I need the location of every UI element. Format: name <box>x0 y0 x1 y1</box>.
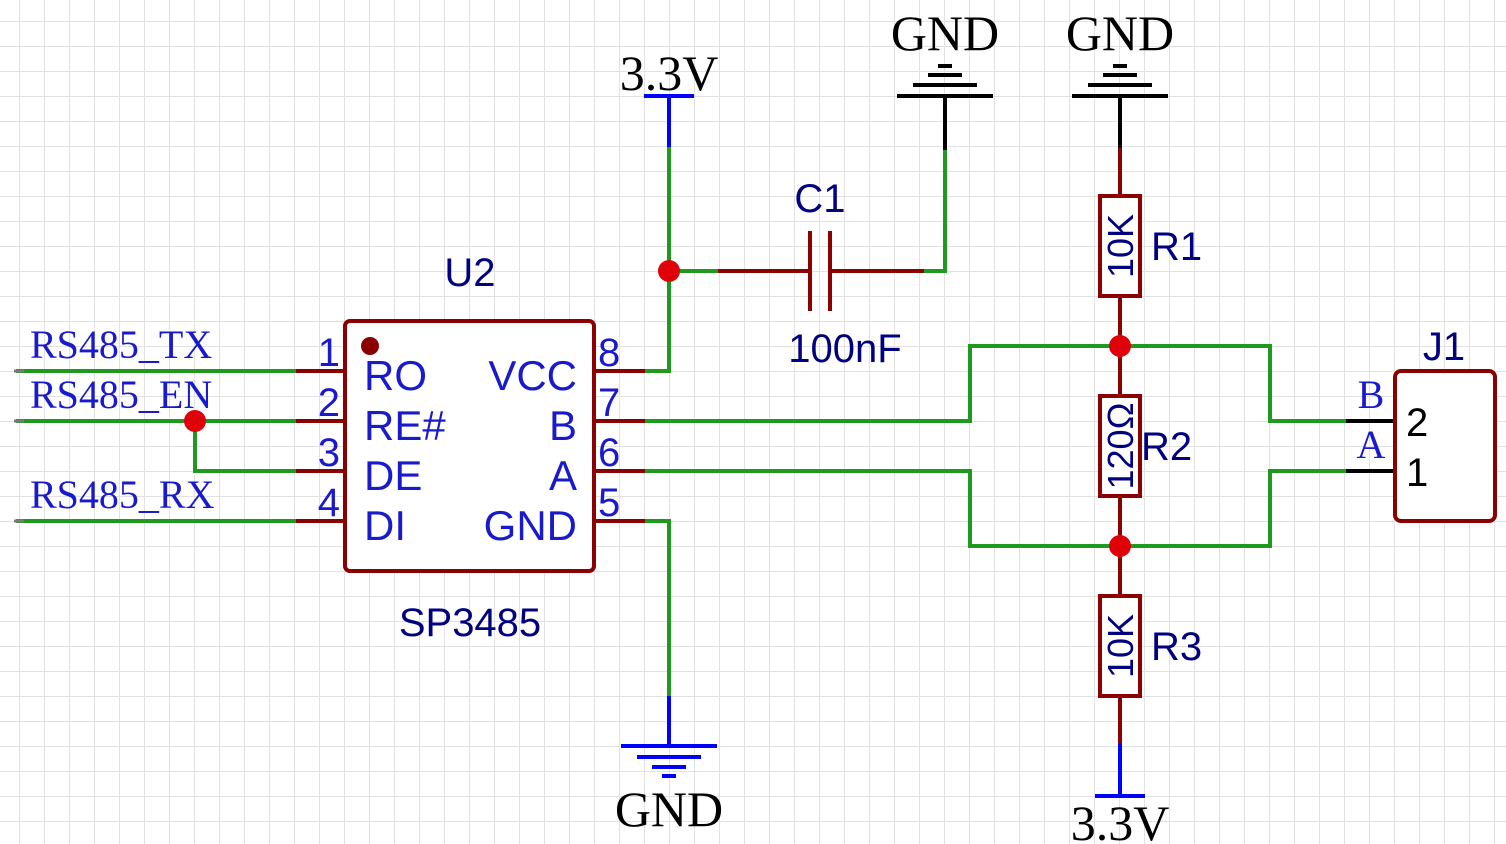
resistor-r2[interactable]: 120Ω R2 <box>1098 346 1192 546</box>
power-label-3v3-top: 3.3V <box>620 45 719 101</box>
r2-designator: R2 <box>1141 425 1192 469</box>
wires <box>16 143 1350 700</box>
pin-number-2: 2 <box>318 381 340 425</box>
wire-ic-gnd[interactable] <box>643 519 671 700</box>
pin-name-b: B <box>549 402 577 449</box>
net-stubs <box>14 369 24 523</box>
ground-symbol-r1[interactable]: GND <box>1066 5 1174 150</box>
j1-pin-number-2: 2 <box>1406 401 1428 445</box>
r3-designator: R3 <box>1151 625 1202 669</box>
pin-name-re: RE# <box>364 402 446 449</box>
pin-name-di: DI <box>364 502 406 549</box>
pin-number-8: 8 <box>598 331 620 375</box>
pin-number-7: 7 <box>598 381 620 425</box>
cap-value: 100nF <box>788 327 901 371</box>
pin-name-de: DE <box>364 452 422 499</box>
resistor-r1[interactable]: 10K R1 <box>1098 148 1202 346</box>
ic-pins-left <box>296 369 345 523</box>
pin-name-a: A <box>549 452 577 499</box>
ic-pins-right <box>594 369 645 523</box>
junction-b-r1-r2 <box>1109 335 1131 357</box>
r2-value: 120Ω <box>1100 403 1141 490</box>
junction-de-re <box>184 410 206 432</box>
resistor-r3[interactable]: 10K R3 <box>1098 546 1202 746</box>
r3-value: 10K <box>1100 614 1141 678</box>
r1-designator: R1 <box>1151 225 1202 269</box>
junctions <box>184 260 1131 557</box>
wire-b-net[interactable] <box>643 344 1350 423</box>
ic-designator: U2 <box>444 251 495 295</box>
junction-vcc-cap <box>658 260 680 282</box>
pin-number-4: 4 <box>318 481 340 525</box>
pin-name-gnd: GND <box>484 502 577 549</box>
pin-number-5: 5 <box>598 481 620 525</box>
wire-a-net[interactable] <box>643 469 1350 548</box>
j1-designator: J1 <box>1423 325 1465 369</box>
pin-number-6: 6 <box>598 431 620 475</box>
ground-label-r1: GND <box>1066 5 1174 61</box>
j1-pin-name-a: A <box>1357 422 1386 467</box>
pin-number-3: 3 <box>318 431 340 475</box>
ground-label-cap: GND <box>891 5 999 61</box>
pin-name-ro: RO <box>364 352 427 399</box>
cap-designator: C1 <box>794 177 845 221</box>
power-label-3v3-bottom: 3.3V <box>1071 795 1170 844</box>
ground-symbol-cap[interactable]: GND <box>891 5 999 150</box>
ic-body <box>343 319 596 573</box>
ic-u2[interactable]: U2 SP3485 1 2 3 4 RO RE# DE DI 8 7 6 5 V… <box>296 251 645 645</box>
power-flag-3v3-top[interactable]: 3.3V <box>620 45 719 147</box>
junction-a-r2-r3 <box>1109 535 1131 557</box>
j1-pin-number-1: 1 <box>1406 451 1428 495</box>
ic-part-number: SP3485 <box>399 601 541 645</box>
pin1-marker <box>361 337 379 355</box>
power-flag-3v3-bottom[interactable]: 3.3V <box>1071 744 1170 844</box>
net-label-rs485-rx[interactable]: RS485_RX <box>30 472 215 517</box>
capacitor-c1[interactable]: C1 100nF <box>718 177 924 371</box>
j1-pin-name-b: B <box>1358 372 1385 417</box>
wire-cap-gnd[interactable] <box>920 146 947 273</box>
connector-j1[interactable]: J1 2 1 B A <box>1346 325 1497 523</box>
wire-vcc[interactable] <box>643 143 671 373</box>
wire-de-link[interactable] <box>193 419 300 473</box>
pin-name-vcc: VCC <box>488 352 577 399</box>
ground-symbol-ic[interactable]: GND <box>615 696 723 837</box>
ground-label-ic: GND <box>615 781 723 837</box>
net-label-rs485-tx[interactable]: RS485_TX <box>30 322 212 367</box>
net-label-rs485-en[interactable]: RS485_EN <box>30 372 212 417</box>
r1-value: 10K <box>1100 214 1141 278</box>
pin-number-1: 1 <box>318 331 340 375</box>
